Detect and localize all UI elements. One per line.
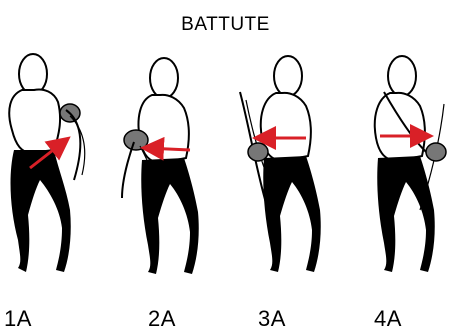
figure-3a — [240, 56, 321, 272]
figure-label-2a: 2A — [148, 306, 176, 332]
leg-dark — [377, 156, 435, 272]
leg-dark — [11, 150, 71, 272]
leg-dark — [141, 158, 199, 274]
fencer-figure-icon — [9, 54, 60, 153]
figure-label-1a: 1A — [4, 306, 32, 332]
blade-icon — [122, 142, 134, 198]
figure-4a — [375, 56, 446, 272]
figure-label-4a: 4A — [374, 306, 402, 332]
direction-arrow-icon — [146, 148, 190, 150]
figure-label-3a: 3A — [258, 306, 286, 332]
figure-1a — [9, 54, 84, 272]
figure-2a — [122, 58, 199, 274]
fencer-figure-icon — [375, 56, 425, 161]
fencer-figure-icon — [261, 56, 311, 161]
shield-disc-icon — [426, 143, 446, 161]
leg-dark — [263, 156, 321, 272]
shield-disc-icon — [248, 143, 268, 161]
shield-disc-icon — [124, 130, 148, 150]
